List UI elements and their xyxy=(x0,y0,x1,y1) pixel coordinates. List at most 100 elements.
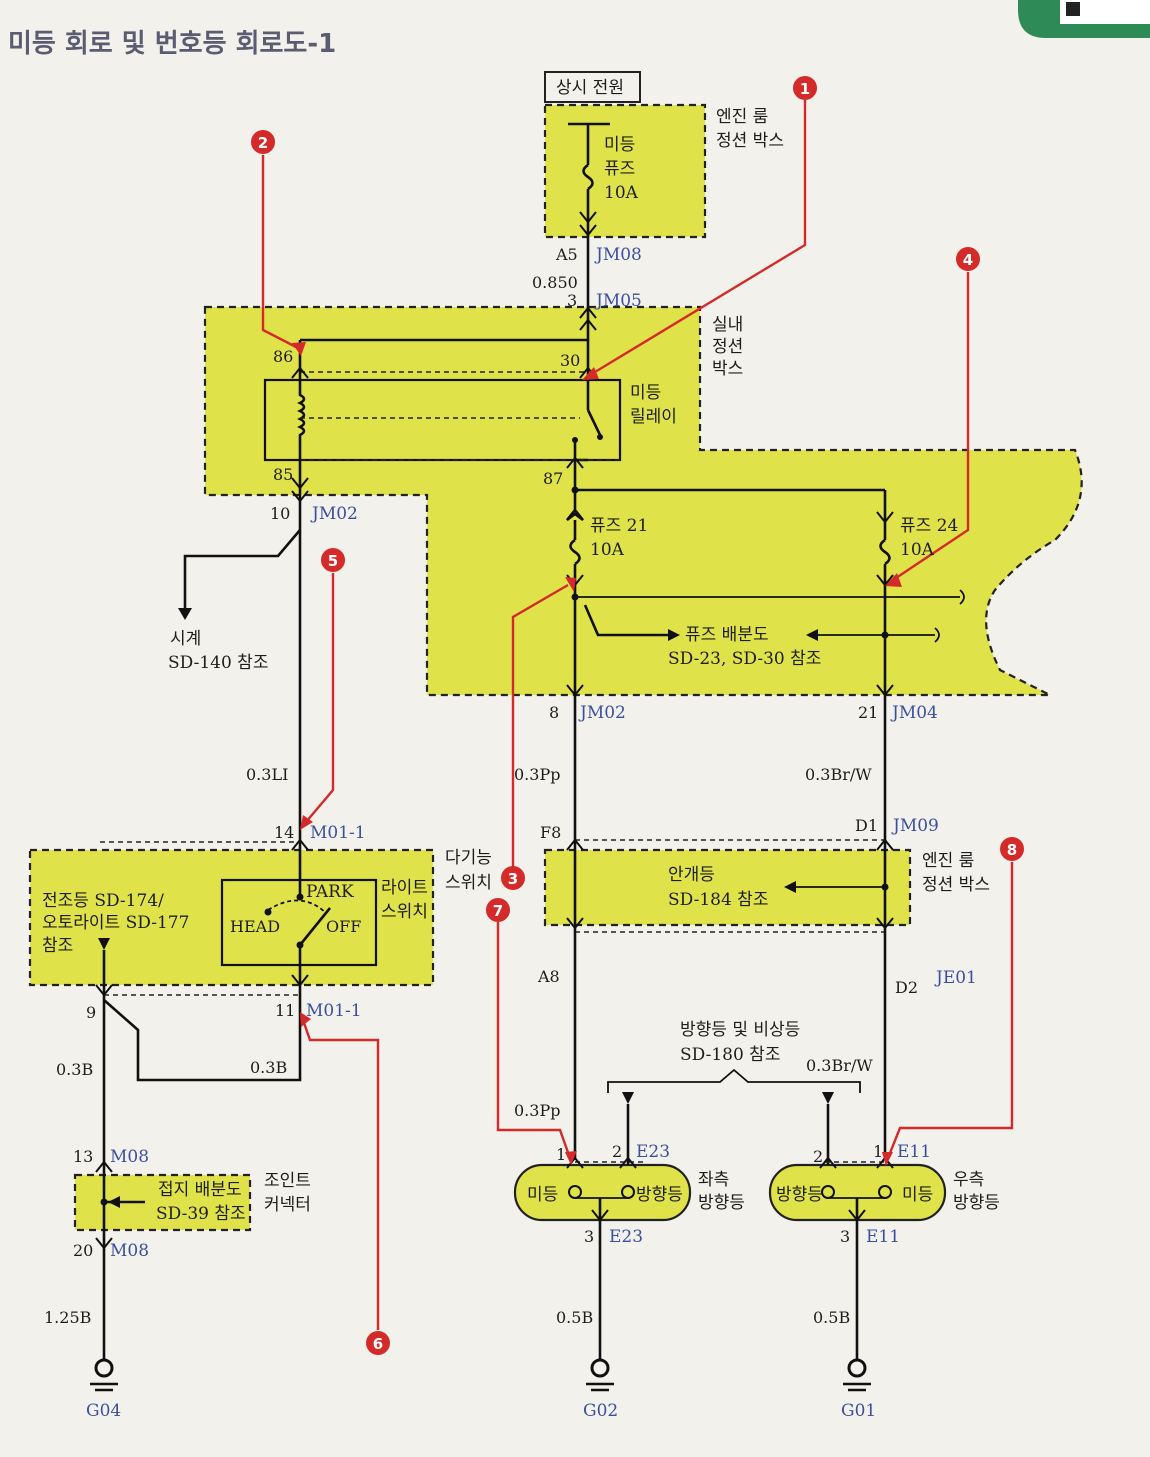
svg-text:8: 8 xyxy=(1007,841,1017,859)
label: 미등 xyxy=(630,383,661,403)
label: 방향등 xyxy=(698,1193,745,1213)
pin-label: 13 xyxy=(73,1147,93,1166)
pin-label: 2 xyxy=(612,1142,622,1161)
engine-room-junction-box-top xyxy=(543,103,707,239)
pin-label: 10 xyxy=(270,504,290,523)
svg-text:3: 3 xyxy=(508,870,518,888)
connector-id: JM02 xyxy=(578,703,626,723)
label: 실내 xyxy=(712,315,743,335)
wire-spec: 0.3Br/W xyxy=(806,1056,873,1075)
svg-text:5: 5 xyxy=(328,552,338,570)
label: 참조 xyxy=(42,936,73,956)
wire-spec: 0.850 xyxy=(532,273,578,292)
label: 퓨즈 xyxy=(604,159,635,179)
label: 10A xyxy=(900,540,935,560)
connector-id: M08 xyxy=(110,1241,149,1261)
pin-label: 8 xyxy=(549,703,559,722)
label: 전조등 SD-174/ xyxy=(42,891,164,911)
label: 정션 박스 xyxy=(716,131,784,151)
pin-label: 3 xyxy=(584,1227,594,1246)
callout-badge-3: 3 xyxy=(501,866,525,890)
pin-label: 9 xyxy=(86,1003,96,1022)
pin-label: D1 xyxy=(855,816,878,835)
label: 릴레이 xyxy=(630,407,677,427)
svg-text:1: 1 xyxy=(800,80,810,98)
label: 방향등 xyxy=(953,1193,1000,1213)
pin-label: 3 xyxy=(567,291,577,310)
callout-badge-6: 6 xyxy=(366,1331,390,1355)
connector-id: M08 xyxy=(110,1147,149,1167)
pin-label: 11 xyxy=(275,1001,295,1020)
pin-label: 85 xyxy=(273,465,293,484)
label: 퓨즈 24 xyxy=(900,516,958,536)
connector-id: JE01 xyxy=(934,968,977,988)
svg-text:2: 2 xyxy=(258,134,268,152)
corner-logo xyxy=(1018,0,1150,38)
multi-function-switch-box xyxy=(28,848,435,987)
connector-id: JM04 xyxy=(890,703,938,723)
lamp-label: 방향등 xyxy=(636,1185,683,1205)
constant-power-label: 상시 전원 xyxy=(556,78,624,98)
wire-spec: 0.3Pp xyxy=(514,765,560,784)
pin-label: 87 xyxy=(543,469,563,488)
label: 미등 xyxy=(604,135,635,155)
pin-label: 1 xyxy=(556,1145,566,1164)
label: 박스 xyxy=(712,359,743,379)
ground-id: G04 xyxy=(86,1401,121,1421)
pin-label: D2 xyxy=(895,978,918,997)
ground-id: G01 xyxy=(841,1401,876,1421)
connector-id: E23 xyxy=(636,1142,670,1162)
label: 10A xyxy=(604,183,639,203)
pin-label: 20 xyxy=(73,1241,93,1260)
pin-label: 86 xyxy=(273,347,293,366)
label: 10A xyxy=(590,540,625,560)
connector-id: E11 xyxy=(897,1142,931,1162)
pin-label: 30 xyxy=(560,351,580,370)
connector-id: M01-1 xyxy=(310,823,366,843)
svg-text:4: 4 xyxy=(963,251,973,269)
switch-position: HEAD xyxy=(230,917,280,936)
page-title: 미등 회로 및 번호등 회로도-1 xyxy=(8,29,336,59)
switch-position: PARK xyxy=(306,882,354,902)
callout-badge-1: 1 xyxy=(793,76,817,100)
label: 오토라이트 SD-177 xyxy=(42,913,189,933)
callout-lines xyxy=(261,100,1014,1330)
label: 라이트 xyxy=(381,878,428,898)
label: SD-140 참조 xyxy=(168,653,268,673)
label: 좌측 xyxy=(698,1170,729,1190)
wire-spec: 0.3LI xyxy=(246,765,288,784)
label: 방향등 및 비상등 xyxy=(680,1020,800,1040)
label: SD-39 참조 xyxy=(156,1204,246,1224)
connector-id: JM08 xyxy=(594,245,642,265)
label: 시계 xyxy=(170,629,201,649)
label: 접지 배분도 xyxy=(158,1180,242,1200)
label: 우측 xyxy=(953,1170,984,1190)
pin-label: 14 xyxy=(274,823,294,842)
pin-label: 2 xyxy=(813,1147,823,1166)
svg-text:6: 6 xyxy=(373,1335,383,1353)
label: 엔진 룸 xyxy=(922,851,974,871)
connector-id: JM02 xyxy=(310,504,358,524)
callout-badge-7: 7 xyxy=(486,898,510,922)
lamp-label: 미등 xyxy=(527,1185,558,1205)
label: 안개등 xyxy=(668,865,715,885)
label: 정션 박스 xyxy=(922,875,990,895)
diagram-labels: 엔진 룸 정션 박스 미등 퓨즈 10A A5 JM08 0.850 3 JM0… xyxy=(42,107,1000,1421)
ground-g01-icon xyxy=(843,1358,871,1392)
label: 정션 xyxy=(712,337,743,357)
connector-id: M01-1 xyxy=(306,1001,362,1021)
wire-spec: 0.3Pp xyxy=(514,1101,560,1120)
connector-id: JM05 xyxy=(594,291,642,311)
label: SD-23, SD-30 참조 xyxy=(668,649,821,669)
callout-badge-2: 2 xyxy=(251,130,275,154)
label: 다기능 xyxy=(445,848,492,868)
pin-label: A5 xyxy=(555,245,578,264)
left-turn-lamp-housing xyxy=(513,1163,692,1222)
connector-markers xyxy=(95,211,894,1250)
label: SD-180 참조 xyxy=(680,1045,780,1065)
pin-label: A8 xyxy=(537,967,560,986)
connector-id: JM09 xyxy=(891,816,939,836)
wire-spec: 0.3B xyxy=(56,1060,93,1079)
wire-spec: 1.25B xyxy=(44,1308,91,1327)
ground-g02-icon xyxy=(586,1358,614,1392)
